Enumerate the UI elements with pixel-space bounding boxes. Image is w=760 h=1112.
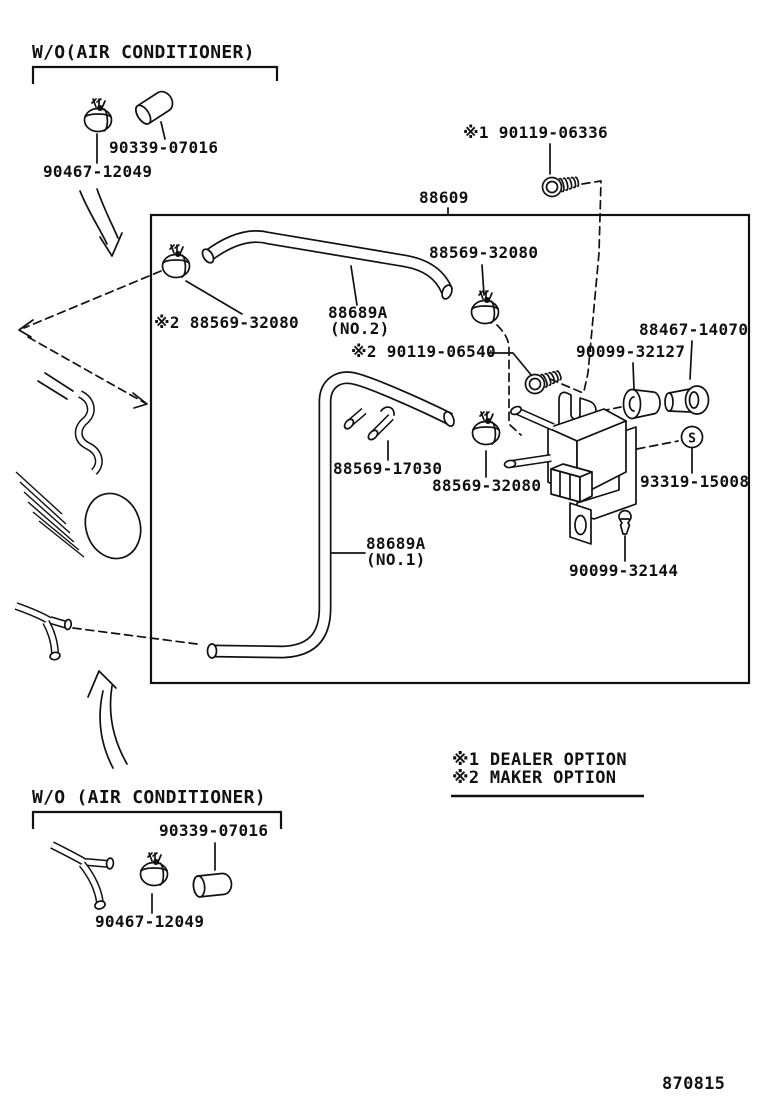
part-label-hose2-no: (NO.2) [330, 319, 390, 338]
part-label-clamp-top: 90467-12049 [43, 162, 153, 181]
part-label-grommet: 90099-32127 [576, 342, 686, 361]
pointer-arrow-bottom [87, 670, 128, 769]
wo-ac-bottom-section-drawing [31, 810, 283, 914]
part-label-cap-top: 90339-07016 [109, 138, 219, 157]
part-label-clamp-valve: 88569-32080 [432, 476, 542, 495]
hose-no2-drawing [201, 230, 454, 306]
cap-icon-top [132, 87, 178, 128]
s-marker-letter: S [688, 432, 696, 447]
clamp-icon-hose2-left [161, 244, 191, 279]
part-label-tee-clamp: 88569-17030 [333, 459, 443, 478]
part-label-hose1-name: 88689A [366, 534, 426, 553]
part-label-screw-s: 93319-15008 [640, 472, 750, 491]
clamp-icon-top [83, 98, 113, 133]
clip-drawing [618, 509, 632, 562]
section-label-wo-ac-top: W/O(AIR CONDITIONER) [32, 42, 255, 63]
hose-no1-drawing [206, 371, 455, 659]
engine-sketch [15, 270, 162, 560]
hose2-clamp-left-drawing [161, 244, 243, 315]
part-label-bolt-dealer: ※1 90119-06336 [463, 123, 608, 142]
drawing-code: 870815 [662, 1074, 726, 1094]
section-label-wo-ac-bottom: W/O (AIR CONDITIONER) [32, 787, 266, 808]
main-box [149, 207, 751, 685]
part-label-clamp-hose2-right: 88569-32080 [429, 243, 539, 262]
clamp-icon-hose2-right [470, 290, 500, 325]
clamp-icon-valve [471, 411, 501, 446]
s-marker: S [680, 425, 704, 474]
part-label-hose2-name: 88689A [328, 303, 388, 322]
legend-maker-option: ※2 MAKER OPTION [452, 768, 617, 788]
collar-drawing [664, 340, 710, 415]
cap-icon-bottom [191, 871, 234, 899]
part-label-clamp-bottom: 90467-12049 [95, 912, 205, 931]
part-label-cap-bottom: 90339-07016 [159, 821, 269, 840]
branch-pipe-sketch [14, 602, 198, 661]
bolt-icon-maker [521, 365, 565, 398]
part-label-bolt-maker: ※2 90119-06540 [351, 342, 496, 361]
legend-dealer-option: ※1 DEALER OPTION [452, 750, 627, 770]
clamp-icon-bottom [139, 852, 169, 887]
part-label-collar: 88467-14070 [639, 320, 749, 339]
dealer-bolt-drawing [539, 143, 602, 392]
part-label-hose1-no: (NO.1) [366, 550, 426, 569]
maker-bolt-drawing [488, 352, 584, 398]
vsv-valve-drawing [503, 391, 679, 545]
grommet-drawing [622, 362, 661, 420]
wo-ac-top-section-drawing [31, 65, 279, 257]
bolt-icon-dealer [539, 171, 581, 200]
valve-clamp-drawing [471, 411, 501, 478]
tee-clamp-drawing [343, 406, 395, 461]
hose2-clamp-right-drawing [470, 264, 522, 436]
part-label-clip: 90099-32144 [569, 561, 679, 580]
part-label-assembly-box: 88609 [419, 188, 469, 207]
part-label-clamp-hose2-left: ※2 88569-32080 [154, 313, 299, 332]
